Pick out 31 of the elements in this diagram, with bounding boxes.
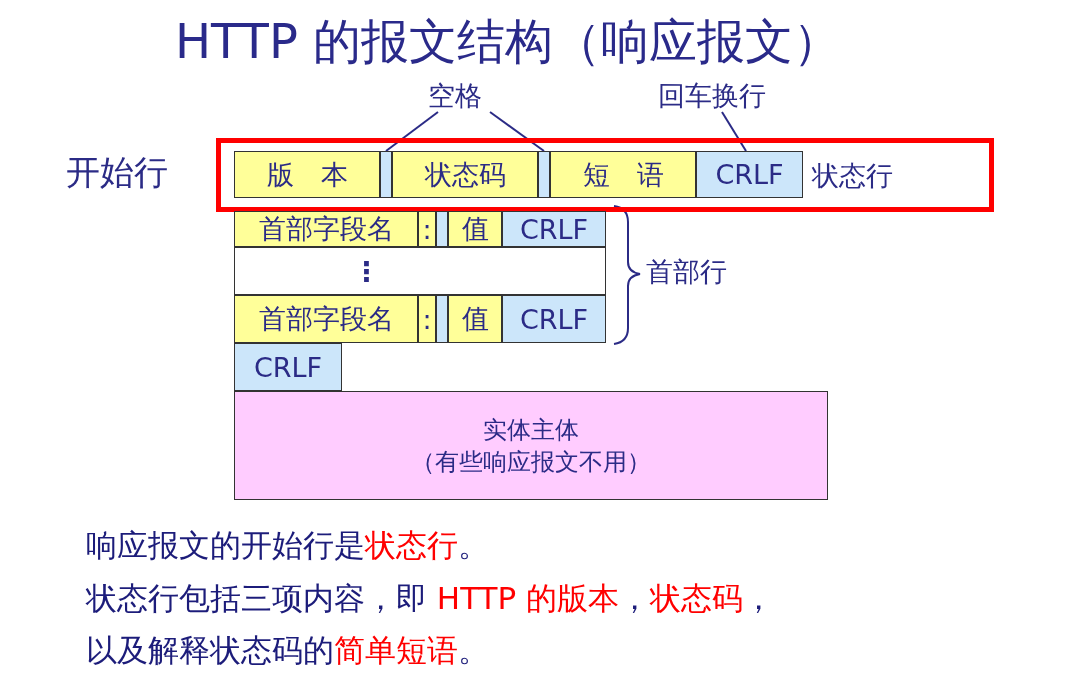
note-text: 状态行包括三项内容，即 HTTP 的版本，状态码，: [86, 579, 775, 618]
row-heading: 开始行: [66, 151, 168, 194]
leader-line: [721, 111, 747, 152]
space-cell: [538, 151, 550, 198]
title: HTTP 的报文结构（响应报文）: [175, 12, 842, 71]
space-cell: [380, 151, 392, 198]
field-cell: :: [418, 295, 436, 343]
ellipsis-row: ⋮: [234, 247, 606, 295]
note-text: 响应报文的开始行是状态行。: [86, 526, 489, 565]
field-cell: CRLF: [502, 295, 606, 343]
field-cell: 值: [448, 295, 502, 343]
row-label: 状态行: [812, 159, 893, 193]
field-cell: 状态码: [392, 151, 538, 198]
note-text: 以及解释状态码的简单短语。: [86, 631, 489, 670]
field-cell: CRLF: [696, 151, 803, 198]
space-cell: [436, 211, 448, 247]
space-cell: [436, 295, 448, 343]
field-cell: 首部字段名: [234, 295, 418, 343]
field-cell: 首部字段名: [234, 211, 418, 247]
field-cell: :: [418, 211, 436, 247]
callout-text: 空格: [428, 78, 498, 112]
entity-body-box: [234, 391, 828, 500]
body-title: 实体主体: [483, 414, 579, 446]
field-cell: CRLF: [502, 211, 606, 247]
field-cell: 版 本: [234, 151, 380, 198]
callout-text: 回车换行: [658, 78, 782, 112]
field-cell: CRLF: [234, 343, 342, 391]
body-note: （有些响应报文不用）: [411, 446, 651, 478]
field-cell: 值: [448, 211, 502, 247]
field-cell: 短 语: [550, 151, 696, 198]
bracket-label: 首部行: [646, 255, 727, 289]
